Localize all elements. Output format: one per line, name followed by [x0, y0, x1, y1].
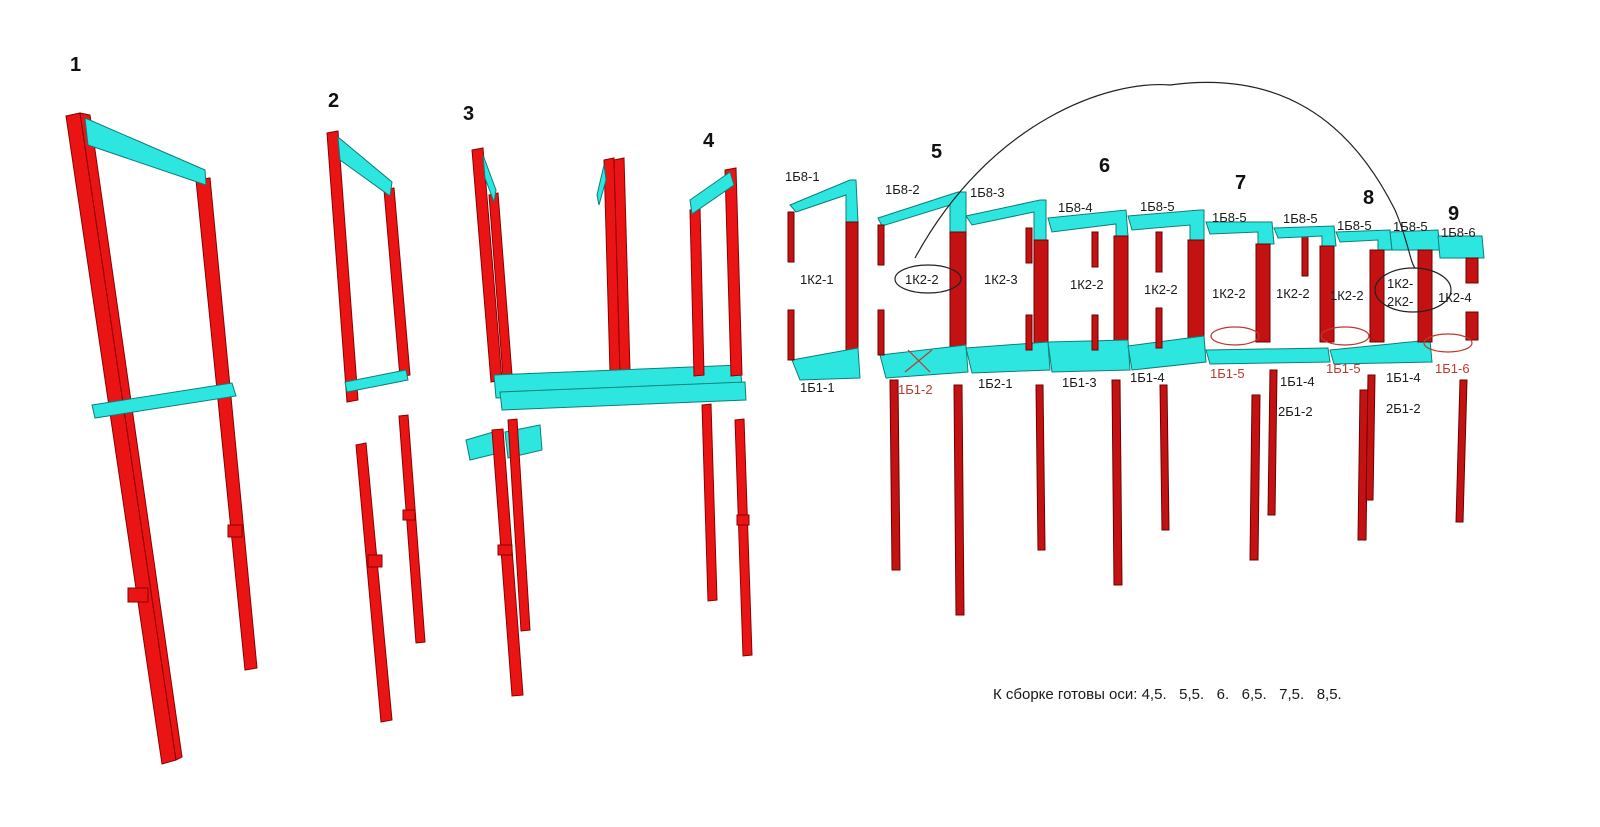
frame-axis-1: [65, 112, 258, 765]
beam-label: 1Б8-2: [885, 182, 920, 197]
beam-label: 1Б8-5: [1337, 218, 1372, 233]
assembly-ready-note: К сборке готовы оси: 4,5. 5,5. 6. 6,5. 7…: [993, 686, 1342, 703]
column-label: 1К2-2: [1212, 286, 1246, 301]
axis-number-9: 9: [1448, 203, 1459, 225]
axis-number-6: 6: [1099, 155, 1110, 177]
column-label: 1К2-2: [1276, 286, 1310, 301]
frame-axis-4: [689, 167, 753, 657]
column-label: 2К2-: [1387, 294, 1413, 309]
column-label: 1К2-3: [984, 272, 1018, 287]
beam-label: 1Б1-6: [1435, 361, 1470, 376]
column-label: 1К2-2: [905, 272, 939, 287]
beam-label: 1Б1-5: [1210, 366, 1245, 381]
beam-label: 1Б1-3: [1062, 375, 1097, 390]
axis-number-3: 3: [463, 103, 474, 125]
beam-label: 1Б8-4: [1058, 200, 1093, 215]
beam-label: 1Б8-6: [1441, 225, 1476, 240]
column-label: 1К2-1: [800, 272, 834, 287]
axis-number-4: 4: [703, 130, 715, 152]
beam-label: 1Б1-5: [1326, 361, 1361, 376]
column-label: 1К2-2: [1144, 282, 1178, 297]
column-label: 1К2-: [1387, 276, 1413, 291]
beam-label: 1Б1-4: [1386, 370, 1421, 385]
axis-number-7: 7: [1235, 172, 1246, 194]
beam-label: 1Б1-4: [1130, 370, 1165, 385]
beam-label: 1Б8-1: [785, 169, 820, 184]
beam-label: 1Б8-5: [1283, 211, 1318, 226]
beam-label: 1Б8-5: [1212, 210, 1247, 225]
beam-label: 1Б1-4: [1280, 374, 1315, 389]
axis-number-2: 2: [328, 90, 339, 112]
beam-label: 1Б8-5: [1393, 219, 1428, 234]
column-label: 1К2-2: [1330, 288, 1364, 303]
beam-label: 1Б8-5: [1140, 199, 1175, 214]
beam-label: 1Б1-1: [800, 380, 835, 395]
beam-label: 1Б8-3: [970, 185, 1005, 200]
column-label: 1К2-2: [1070, 277, 1104, 292]
beam-label: 1Б2-1: [978, 376, 1013, 391]
beam-label: 2Б1-2: [1386, 401, 1421, 416]
beam-label: 2Б1-2: [1278, 404, 1313, 419]
annotations: [894, 81, 1473, 373]
column-label: 1К2-4: [1438, 290, 1472, 305]
axis-number-8: 8: [1363, 187, 1374, 209]
axis-number-5: 5: [931, 141, 942, 163]
frame-axis-5-9: [787, 179, 1485, 616]
axis-number-1: 1: [70, 54, 81, 76]
frame-axis-2: [326, 130, 426, 723]
beam-label: 1Б1-2: [898, 382, 933, 397]
frame-axis-3: [465, 147, 747, 697]
